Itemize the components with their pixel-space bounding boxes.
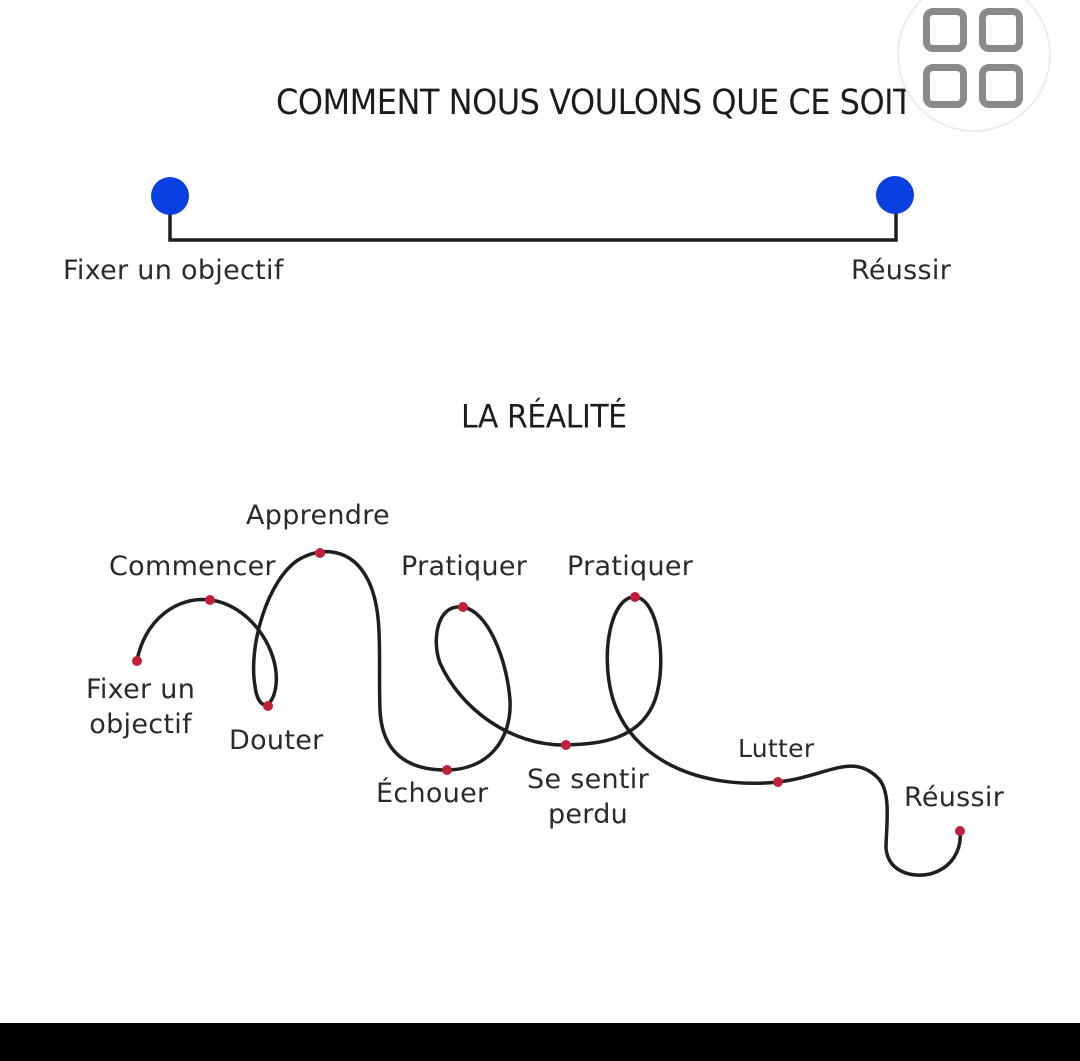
step-label-apprendre: Apprendre	[246, 500, 390, 531]
ideal-end-dot	[876, 176, 914, 214]
step-dot-se-sentir-perdu	[561, 740, 571, 750]
ideal-path	[151, 176, 914, 242]
step-dot-echouer	[442, 765, 452, 775]
reality-line	[135, 550, 962, 877]
step-dot-pratiquer-2	[630, 592, 640, 602]
step-label-pratiquer-2: Pratiquer	[567, 551, 694, 582]
step-label-douter: Douter	[229, 725, 324, 756]
step-label-fixer: Fixer un objectif	[86, 674, 196, 740]
grid-button[interactable]	[897, 0, 1051, 132]
step-label-reussir: Réussir	[904, 782, 1005, 813]
ideal-line	[168, 196, 898, 242]
step-dot-reussir	[955, 826, 965, 836]
step-label-se-sentir-perdu: Se sentir perdu	[527, 764, 650, 830]
ideal-start-dot	[151, 177, 189, 215]
step-dot-apprendre	[315, 548, 325, 558]
ideal-end-label: Réussir	[851, 255, 952, 286]
reality-title: LA RÉALITÉ	[461, 398, 627, 437]
step-label-pratiquer-1: Pratiquer	[401, 551, 528, 582]
ideal-start-label: Fixer un objectif	[63, 255, 284, 286]
ideal-title: COMMENT NOUS VOULONS QUE CE SOIT	[276, 81, 913, 123]
step-dot-fixer	[132, 656, 142, 666]
step-label-echouer: Échouer	[376, 778, 489, 809]
path-diagram	[132, 176, 965, 877]
step-dot-pratiquer-1	[458, 602, 468, 612]
reality-path	[132, 548, 965, 877]
step-dot-douter	[263, 701, 273, 711]
bottom-bar	[0, 1023, 1080, 1061]
step-dot-commencer	[205, 595, 215, 605]
step-label-commencer: Commencer	[109, 551, 276, 582]
step-dot-lutter	[773, 777, 783, 787]
step-label-lutter: Lutter	[738, 734, 815, 763]
